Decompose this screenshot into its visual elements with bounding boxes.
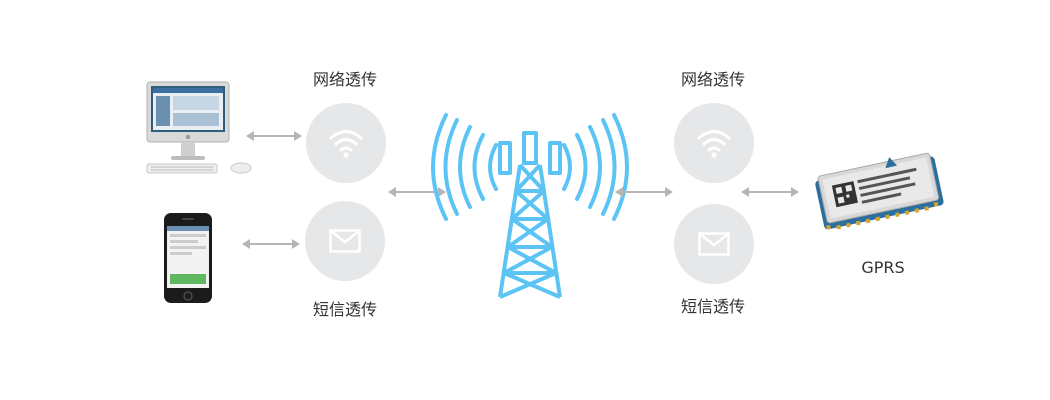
double-arrow-icon — [615, 187, 673, 197]
wifi-icon — [697, 130, 731, 158]
double-arrow-icon — [388, 187, 446, 197]
desktop-computer-icon — [146, 81, 252, 174]
double-arrow-icon — [741, 187, 799, 197]
cell-tower-icon — [431, 113, 629, 299]
right-wifi-circle — [674, 103, 754, 183]
wifi-icon — [329, 130, 363, 158]
left-wifi-circle — [306, 103, 386, 183]
left-network-label: 网络透传 — [312, 70, 377, 89]
left-sms-circle — [305, 201, 385, 281]
gprs-label: GPRS — [861, 258, 905, 277]
right-network-label: 网络透传 — [680, 70, 745, 89]
envelope-icon — [329, 229, 361, 253]
double-arrow-icon — [246, 131, 302, 141]
smartphone-icon — [164, 213, 212, 303]
envelope-icon — [698, 232, 730, 256]
gprs-module-icon — [815, 152, 944, 230]
right-sms-circle — [674, 204, 754, 284]
right-sms-label: 短信透传 — [680, 297, 745, 316]
left-sms-label: 短信透传 — [312, 300, 377, 319]
double-arrow-icon — [242, 239, 300, 249]
